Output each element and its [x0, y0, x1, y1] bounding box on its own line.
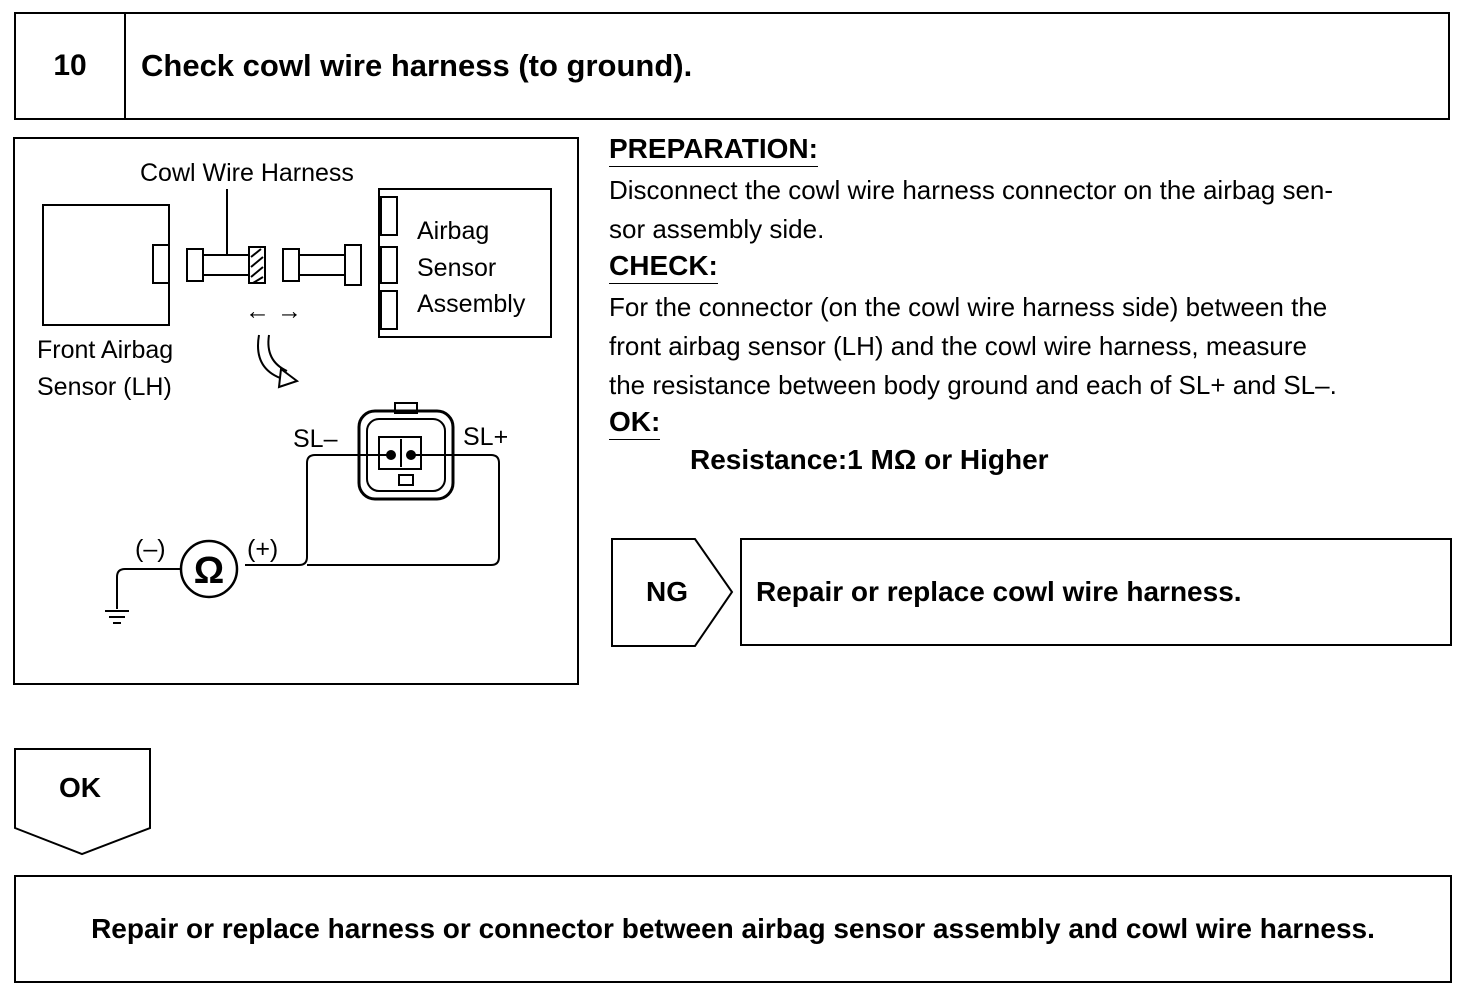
ohm-symbol: Ω: [194, 550, 224, 592]
front-sensor-connector: [152, 244, 170, 284]
harness-wire-left: [202, 254, 250, 276]
airbag-sensor-assembly-box: [378, 188, 552, 338]
step-number: 10: [16, 14, 126, 118]
preparation-line-2: sor assembly side.: [609, 214, 825, 244]
step-title: Check cowl wire harness (to ground).: [141, 48, 693, 83]
check-text: For the connector (on the cowl wire harn…: [609, 288, 1452, 405]
front-sensor-box: [42, 204, 170, 326]
harness-connector-hatched: [248, 246, 266, 284]
ng-label: NG: [646, 576, 688, 607]
ng-action-text: Repair or replace cowl wire harness.: [756, 576, 1242, 607]
ok-label: OK: [59, 772, 101, 803]
label-airbag: Airbag: [417, 217, 489, 245]
label-front-airbag: Front Airbag: [37, 336, 173, 364]
label-sensor: Sensor: [417, 254, 496, 282]
check-line-2: front airbag sensor (LH) and the cowl wi…: [609, 331, 1307, 361]
ng-arrow-shape: [611, 538, 734, 647]
preparation-line-1: Disconnect the cowl wire harness connect…: [609, 175, 1334, 205]
wiring-diagram: Cowl Wire Harness Airbag Sensor Assembly…: [13, 137, 579, 685]
ng-action-box: Repair or replace cowl wire harness.: [740, 538, 1452, 646]
check-line-1: For the connector (on the cowl wire harn…: [609, 292, 1328, 322]
diagram-drawing: Cowl Wire Harness Airbag Sensor Assembly…: [37, 159, 552, 624]
ok-arrow-shape: [14, 748, 151, 856]
check-heading: CHECK:: [609, 251, 718, 284]
harness-connector-left: [186, 248, 204, 282]
harness-wire-right: [298, 254, 346, 276]
assembly-connector-2: [380, 246, 398, 284]
check-line-3: the resistance between body ground and e…: [609, 370, 1337, 400]
preparation-heading: PREPARATION:: [609, 134, 818, 167]
disconnect-arrows: ← →: [245, 297, 302, 325]
harness-connector-right-end: [344, 244, 362, 286]
wire-sl-minus: [245, 454, 391, 566]
preparation-text: Disconnect the cowl wire harness connect…: [609, 171, 1452, 249]
wire-sl-plus: [307, 454, 500, 566]
label-meter-plus: (+): [247, 535, 278, 563]
label-sl-plus: SL+: [463, 423, 508, 451]
ok-heading: OK:: [609, 407, 661, 440]
assembly-connector-3: [380, 290, 398, 330]
label-cowl-wire-harness: Cowl Wire Harness: [140, 159, 354, 187]
ok-action-box: Repair or replace harness or connector b…: [14, 875, 1452, 983]
ok-action-text: Repair or replace harness or connector b…: [91, 913, 1375, 944]
label-meter-minus: (–): [135, 535, 166, 563]
harness-connector-right: [282, 248, 300, 282]
label-sl-minus: SL–: [293, 425, 338, 453]
label-sensor-lh: Sensor (LH): [37, 373, 172, 401]
zoom-arrow: [257, 334, 284, 380]
ground-wire: [116, 568, 181, 609]
label-assembly: Assembly: [417, 290, 526, 318]
resistance-spec: Resistance:1 MΩ or Higher: [690, 444, 1049, 475]
assembly-connector-1: [380, 196, 398, 236]
step-header: 10 Check cowl wire harness (to ground).: [14, 12, 1450, 120]
